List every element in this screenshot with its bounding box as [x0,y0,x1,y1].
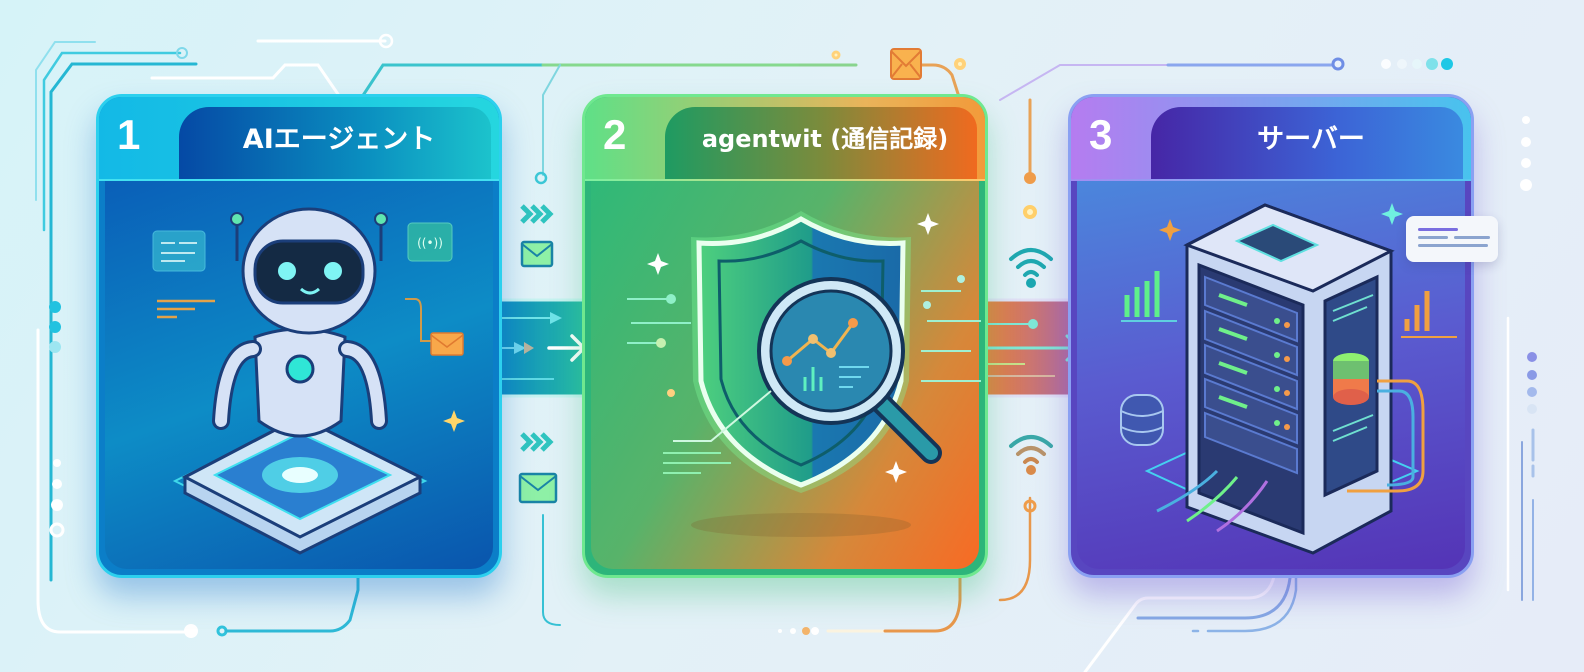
envelope-icon [890,48,922,80]
card-title-tab [179,107,491,179]
chevrons-envelope-icon [518,432,558,504]
card-body: ((•)) [105,181,493,569]
card-body [1077,181,1465,569]
server-rack-icon [1120,203,1457,555]
chevrons-icon [520,204,554,268]
step-title: サーバー [1257,124,1365,155]
svg-text:((•)): ((•)) [417,236,443,250]
step-card-server: 3 サーバー [1068,94,1474,578]
chat-bubble-icon [1406,216,1498,262]
envelope-icon [520,240,554,268]
wifi-icon [1009,435,1053,475]
step-card-ai-agent: 1 AIエージェント [96,94,502,578]
step-title: agentwit (通信記録) [701,125,949,153]
step-number: 2 [603,111,627,158]
card-divider [1071,179,1471,181]
card-body [591,181,981,569]
card-title-tab [665,107,977,179]
wifi-icon [1009,248,1053,288]
step-number: 3 [1089,111,1113,158]
card-divider [585,179,985,181]
step-number: 1 [117,111,141,158]
card-divider [99,179,499,181]
card-title-tab [1151,107,1463,179]
shield-magnifier-icon [627,211,981,537]
step-title: AIエージェント [242,124,436,155]
robot-icon: ((•)) [152,207,465,555]
step-card-agentwit: 2 agentwit (通信記録) [582,94,988,578]
